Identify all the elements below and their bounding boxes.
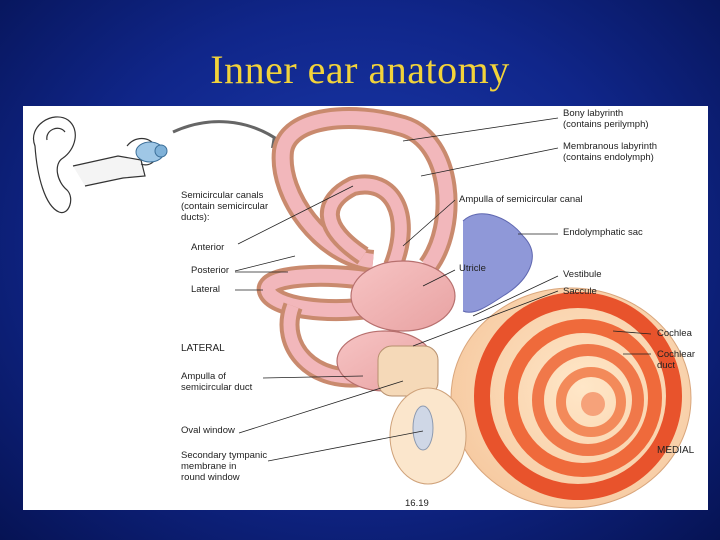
label-utricle: Utricle <box>459 263 486 274</box>
cochlea <box>450 287 692 509</box>
label-saccule: Saccule <box>563 286 597 297</box>
label-cochlear-duct-line1: Cochlear <box>657 349 696 360</box>
label-medial-side: MEDIAL <box>657 445 695 456</box>
label-secondary-tympanic-membrane: Secondary tympanic membrane in round win… <box>181 450 267 483</box>
ear-thumbnail <box>32 116 158 214</box>
label-vestibule: Vestibule <box>563 269 602 280</box>
label-secondary-line2: membrane in <box>181 461 237 472</box>
label-cochlear-duct: Cochlear duct <box>657 349 695 371</box>
leader-lines <box>234 117 652 462</box>
round-window-region <box>389 387 467 485</box>
endolymphatic-sac <box>462 213 533 313</box>
label-bony-labyrinth-note: (contains perilymph) <box>563 119 649 130</box>
label-oval-window: Oval window <box>181 425 235 436</box>
label-anterior: Anterior <box>191 242 225 253</box>
pointer-arrow <box>172 120 282 144</box>
label-membranous-labyrinth-title: Membranous labyrinth <box>563 141 657 152</box>
label-ampulla-canal: Ampulla of semicircular canal <box>459 194 583 205</box>
label-ampulla-duct-line2: semicircular duct <box>181 382 253 393</box>
label-semicircular-canals: Semicircular canals (contain semicircula… <box>181 190 268 223</box>
label-ampulla-duct: Ampulla of semicircular duct <box>181 371 252 393</box>
label-endolymphatic-sac: Endolymphatic sac <box>563 227 643 238</box>
label-posterior: Posterior <box>191 265 230 276</box>
label-semicircular-canals-line2: (contain semicircular <box>181 201 269 212</box>
label-semicircular-canals-line3: ducts): <box>181 212 210 223</box>
label-bony-labyrinth-title: Bony labyrinth <box>563 108 624 119</box>
label-lateral: Lateral <box>191 284 221 295</box>
thumbnail-inner-ear <box>135 141 168 163</box>
label-secondary-line1: Secondary tympanic <box>181 450 268 461</box>
inner-ear-illustration <box>32 107 692 509</box>
semicircular-canals <box>256 107 458 388</box>
label-semicircular-canals-line1: Semicircular canals <box>181 190 264 201</box>
label-membranous-labyrinth: Membranous labyrinth (contains endolymph… <box>563 141 657 163</box>
label-lateral-side: LATERAL <box>181 343 225 354</box>
label-secondary-line3: round window <box>181 472 240 483</box>
label-ampulla-duct-line1: Ampulla of <box>181 371 226 382</box>
label-bony-labyrinth: Bony labyrinth (contains perilymph) <box>563 108 649 130</box>
label-membranous-labyrinth-note: (contains endolymph) <box>563 152 654 163</box>
label-cochlea: Cochlea <box>657 328 692 339</box>
inner-ear-figure: Bony labyrinth (contains perilymph) Memb… <box>23 106 708 510</box>
slide-title: Inner ear anatomy <box>210 47 510 92</box>
figure-number: 16.19 <box>405 498 429 509</box>
label-cochlear-duct-line2: duct <box>657 360 675 371</box>
